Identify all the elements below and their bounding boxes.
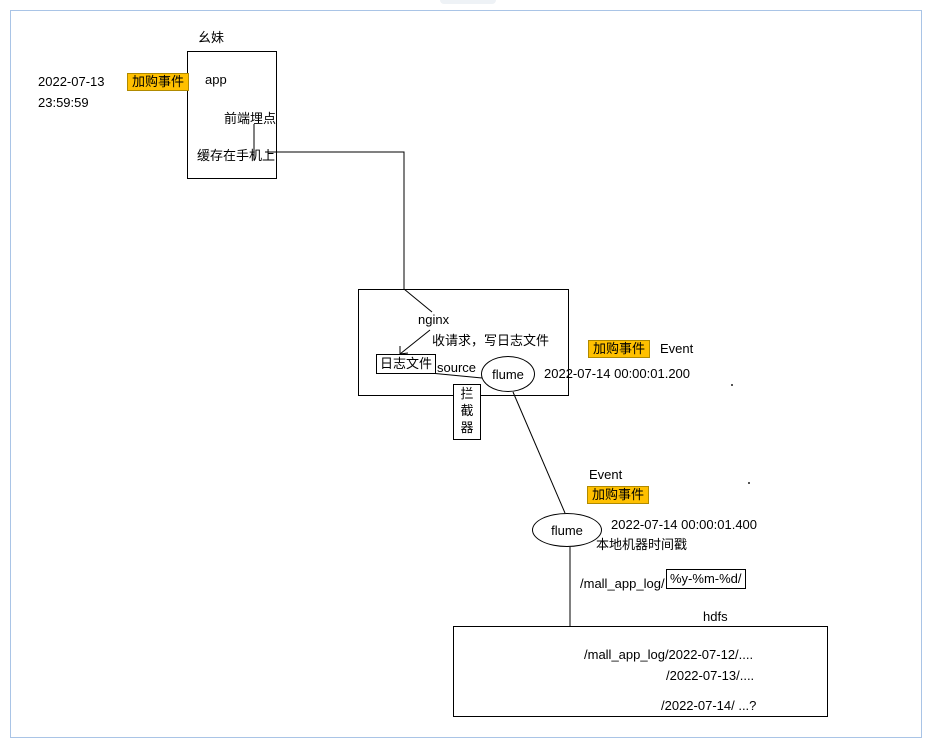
hdfs-path-pattern-box: %y-%m-%d/ <box>666 569 746 589</box>
wire-nginx-to-log <box>399 329 431 355</box>
app-label: app <box>205 72 227 87</box>
tracking-label: 前端埋点 <box>224 111 277 126</box>
cache-label: 缓存在手机上 <box>197 148 276 163</box>
hdfs-path-line-2: /2022-07-13/.... <box>666 668 755 683</box>
wire-nginx-in <box>403 288 433 313</box>
timestamp-3: 2022-07-14 00:00:01.400 <box>611 517 758 532</box>
flume-node-2: flume <box>532 513 602 547</box>
hdfs-box <box>453 626 828 717</box>
nginx-label: nginx <box>418 312 450 327</box>
app-box <box>187 51 277 179</box>
source-label: source <box>437 360 477 375</box>
user-label: 幺妹 <box>198 30 225 45</box>
log-file-box: 日志文件 <box>376 354 437 374</box>
stray-dot <box>731 384 733 386</box>
add-to-cart-event-tag-3: 加购事件 <box>587 486 650 504</box>
event-label-2: Event <box>660 341 694 356</box>
add-to-cart-event-tag-1: 加购事件 <box>127 73 190 91</box>
hdfs-path-line-1: /mall_app_log/2022-07-12/.... <box>584 647 754 662</box>
interceptor-char-2: 截 <box>460 403 474 418</box>
canvas-frame <box>10 10 922 738</box>
stray-dot-2 <box>748 482 750 484</box>
client-time: 23:59:59 <box>38 95 89 110</box>
local-timestamp-label: 本地机器时间戳 <box>596 537 688 552</box>
hdfs-path-line-3: /2022-07-14/ ...? <box>661 698 757 713</box>
wire-app-to-nginx <box>265 151 405 289</box>
add-to-cart-event-tag-2: 加购事件 <box>588 340 651 358</box>
wire-flume-to-flume2 <box>512 391 566 514</box>
client-date: 2022-07-13 <box>38 74 105 89</box>
scroll-handle[interactable] <box>440 0 496 4</box>
flume-node-1: flume <box>481 356 535 392</box>
event-label-3: Event <box>589 467 623 482</box>
hdfs-label: hdfs <box>703 609 728 624</box>
interceptor-char-1: 拦 <box>460 386 474 401</box>
hdfs-path-prefix: /mall_app_log/ <box>580 576 665 591</box>
interceptor-box: 拦 截 器 <box>453 384 481 440</box>
nginx-desc-label: 收请求，写日志文件 <box>432 333 550 348</box>
interceptor-char-3: 器 <box>460 420 474 435</box>
wire-log-to-flume <box>429 372 483 379</box>
timestamp-2: 2022-07-14 00:00:01.200 <box>544 366 691 381</box>
